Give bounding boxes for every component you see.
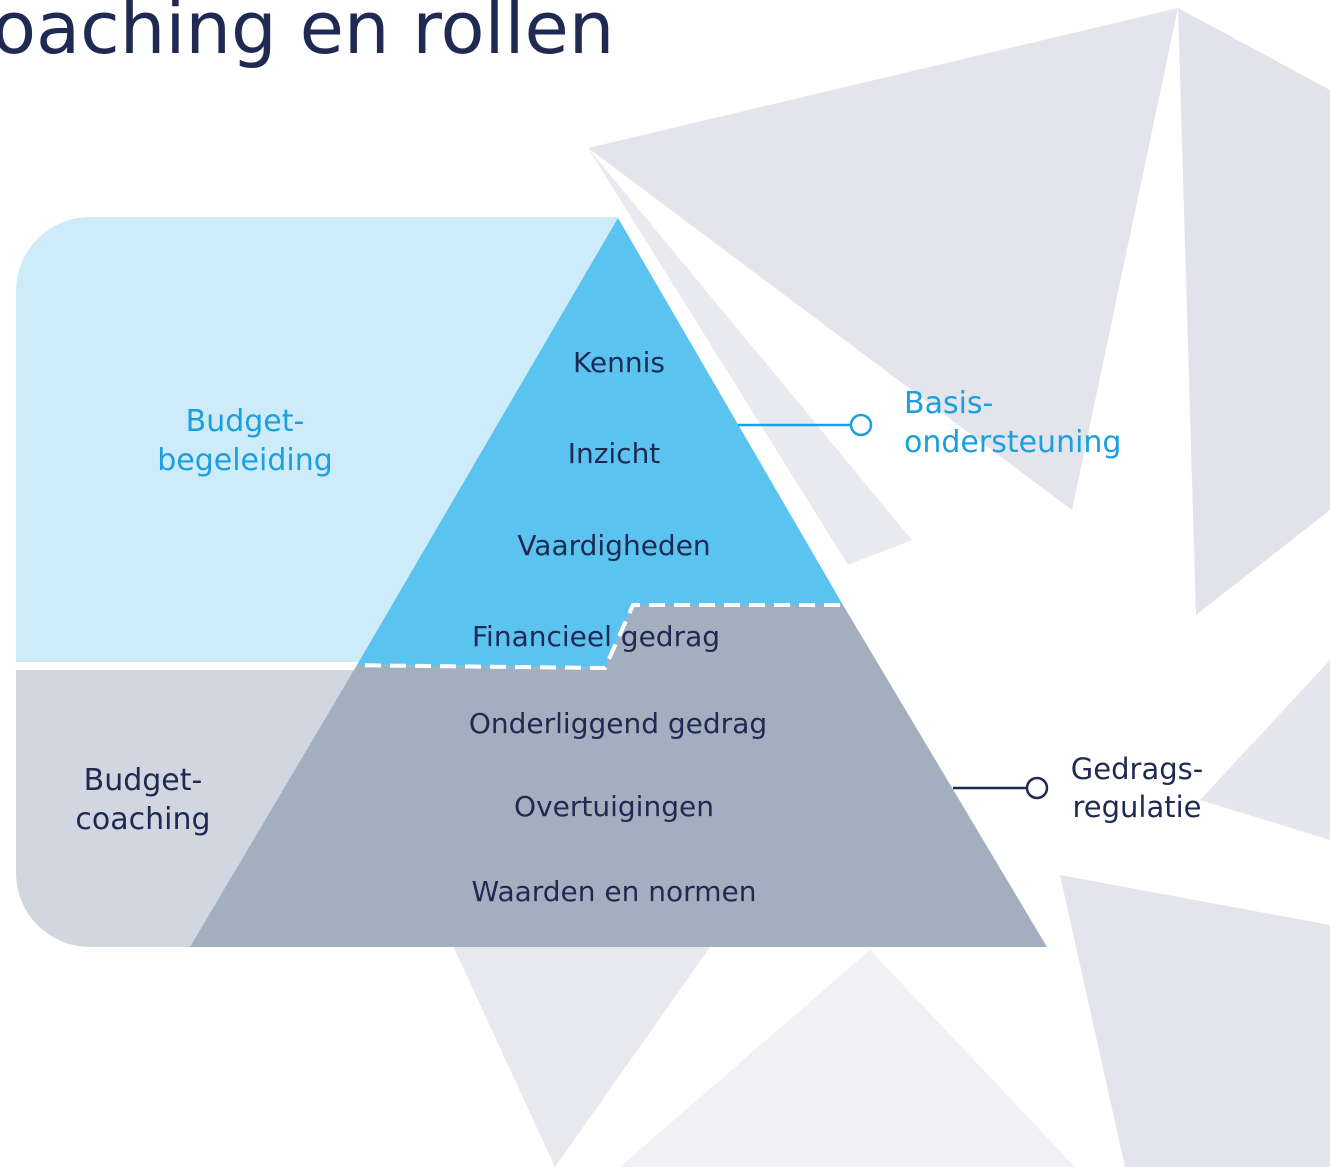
budgetcoaching-label-line1: Budget- [84,763,203,798]
budgetbegeleiding-label-line2: begeleiding [157,443,333,478]
callout-basis-line2: ondersteuning [904,425,1121,460]
callout-gedrags-connector [953,776,1049,800]
callout-gedrags-line2: regulatie [1072,790,1201,824]
level-kennis: Kennis [573,346,665,379]
level-onderliggend-gedrag: Onderliggend gedrag [469,707,767,740]
budgetbegeleiding-label-line1: Budget- [186,404,305,439]
callout-basis-line1: Basis- [904,386,993,421]
callout-basis-connector [738,413,873,437]
page-title: oaching en rollen [0,0,615,70]
level-overtuigingen: Overtuigingen [514,790,714,823]
callout-gedrags-line1: Gedrags- [1071,752,1203,786]
level-inzicht: Inzicht [568,437,661,470]
background-shapes [448,8,1330,1167]
pyramid-lower-section [190,605,1047,947]
level-waarden-en-normen: Waarden en normen [472,875,757,908]
pyramid-split-dashed-line [339,603,843,671]
level-financieel-gedrag: Financieel gedrag [472,620,720,653]
level-vaardigheden: Vaardigheden [517,529,710,562]
pyramid-upper-section [357,218,843,668]
budgetcoaching-label-line2: coaching [75,802,210,837]
